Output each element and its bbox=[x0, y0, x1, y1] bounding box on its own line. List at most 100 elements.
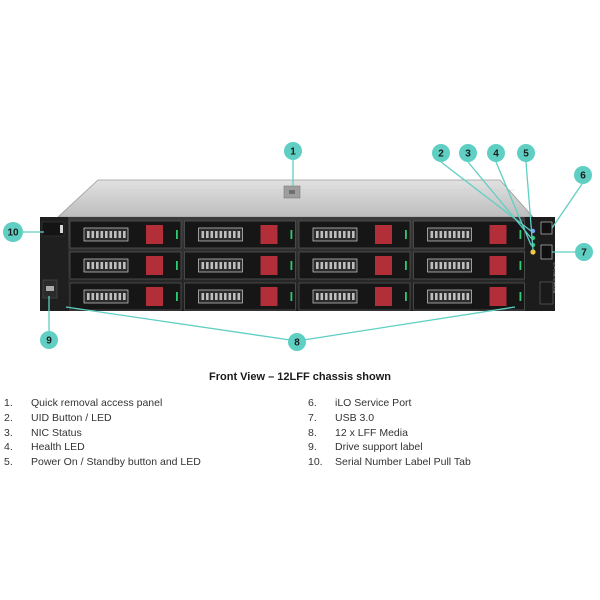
svg-text:8: 8 bbox=[294, 338, 300, 349]
drive-vent-hole bbox=[201, 293, 205, 300]
drive-vent-hole bbox=[123, 262, 126, 269]
drive-vent-hole bbox=[228, 262, 232, 269]
drive-bays bbox=[69, 220, 525, 311]
drive-vent-hole bbox=[343, 262, 346, 269]
drive-vent-hole bbox=[338, 231, 342, 238]
drive-vent-hole bbox=[453, 262, 456, 269]
drive-activity-led bbox=[290, 292, 293, 301]
model-badge bbox=[539, 281, 554, 305]
callout-6: 6 bbox=[574, 166, 592, 184]
drive-vent-hole bbox=[352, 293, 355, 300]
drive-vent-hole bbox=[444, 293, 447, 300]
drive-vent-hole bbox=[444, 262, 447, 269]
legend-number: 6. bbox=[308, 397, 317, 409]
usb-port bbox=[540, 244, 553, 260]
lff-drive-bay-2 bbox=[184, 220, 296, 249]
legend-item: 5.Power On / Standby button and LED bbox=[4, 455, 201, 470]
drive-release-latch bbox=[146, 225, 163, 244]
legend-text: 12 x LFF Media bbox=[335, 426, 408, 439]
lff-drive-bay-7 bbox=[298, 251, 411, 280]
drive-vent-hole bbox=[237, 293, 241, 300]
pull-tab-label bbox=[60, 225, 63, 233]
drive-vent-hole bbox=[91, 262, 95, 269]
drive-vent-hole bbox=[430, 293, 434, 300]
leader-3 bbox=[467, 161, 532, 239]
lff-drive-bay-10 bbox=[184, 282, 296, 311]
callout-4: 4 bbox=[487, 144, 505, 162]
legend-text: Power On / Standby button and LED bbox=[31, 456, 201, 469]
drive-vent-hole bbox=[219, 293, 223, 300]
legend-item: 10.Serial Number Label Pull Tab bbox=[308, 455, 471, 470]
drive-activity-led bbox=[290, 230, 293, 239]
drive-vent-hole bbox=[224, 262, 227, 269]
drive-vent-hole bbox=[105, 231, 108, 238]
legend-number: 2. bbox=[4, 411, 13, 424]
legend-number: 4. bbox=[4, 441, 13, 454]
drive-vent-hole bbox=[316, 293, 319, 300]
drive-vent-hole bbox=[237, 262, 241, 269]
lff-drive-bay-5 bbox=[69, 251, 182, 280]
legend-text: Serial Number Label Pull Tab bbox=[335, 456, 471, 469]
drive-vent-hole bbox=[462, 231, 465, 238]
legend-text: Quick removal access panel bbox=[31, 397, 163, 409]
model-badge-text: ProLiant DL380 Gen10 bbox=[553, 262, 557, 293]
drive-vent-hole bbox=[118, 231, 122, 238]
drive-activity-led bbox=[290, 261, 293, 270]
legend-left-column: 1.Quick removal access panel 2.UID Butto… bbox=[4, 396, 201, 470]
drive-vent-hole bbox=[206, 231, 209, 238]
lff-drive-bay-9 bbox=[69, 282, 182, 311]
legend-item: 7.USB 3.0 bbox=[308, 411, 471, 426]
drive-vent-hole bbox=[352, 262, 355, 269]
drive-vent-hole bbox=[347, 262, 351, 269]
drive-vent-hole bbox=[105, 293, 108, 300]
legend-item: 8.12 x LFF Media bbox=[308, 426, 471, 441]
legend-number: 1. bbox=[4, 397, 13, 409]
svg-text:4: 4 bbox=[493, 149, 499, 160]
callout-5: 5 bbox=[517, 144, 535, 162]
drive-support-label-mark bbox=[46, 286, 54, 291]
svg-text:3: 3 bbox=[465, 149, 471, 160]
drive-vent-hole bbox=[329, 231, 333, 238]
callout-3: 3 bbox=[459, 144, 477, 162]
drive-activity-led bbox=[405, 261, 407, 270]
diagram-caption: Front View – 12LFF chassis shown bbox=[209, 371, 391, 383]
drive-vent-hole bbox=[96, 262, 99, 269]
drive-vent-hole bbox=[338, 293, 342, 300]
drive-vent-hole bbox=[444, 231, 447, 238]
drive-vent-hole bbox=[233, 231, 236, 238]
drive-vent-hole bbox=[100, 262, 104, 269]
drive-vent-hole bbox=[215, 231, 218, 238]
drive-vent-hole bbox=[334, 231, 337, 238]
svg-text:7: 7 bbox=[581, 248, 587, 259]
drive-vent-hole bbox=[334, 293, 337, 300]
drive-vent-hole bbox=[228, 231, 232, 238]
drive-release-latch bbox=[489, 225, 507, 244]
drive-vent-hole bbox=[210, 231, 214, 238]
drive-vent-hole bbox=[343, 231, 346, 238]
drive-vent-hole bbox=[439, 231, 443, 238]
drive-activity-led bbox=[519, 261, 522, 270]
legend-right-column: 6.iLO Service Port 7.USB 3.0 8.12 x LFF … bbox=[308, 396, 471, 470]
drive-vent-hole bbox=[210, 262, 214, 269]
ilo-service-port bbox=[540, 221, 553, 235]
drive-vent-hole bbox=[448, 293, 452, 300]
leader-6 bbox=[551, 183, 583, 229]
drive-vent-hole bbox=[347, 231, 351, 238]
drive-vent-hole bbox=[114, 262, 117, 269]
drive-vent-hole bbox=[320, 262, 324, 269]
drive-vent-hole bbox=[325, 262, 328, 269]
callout-leaders bbox=[22, 160, 583, 342]
drive-vent-hole bbox=[343, 293, 346, 300]
serial-pull-tab bbox=[41, 221, 65, 237]
callout-2: 2 bbox=[432, 144, 450, 162]
drive-activity-led bbox=[519, 230, 522, 239]
drive-vent-hole bbox=[114, 293, 117, 300]
drive-vent-hole bbox=[462, 293, 465, 300]
callout-1: 1 bbox=[284, 142, 302, 160]
drive-vent-hole bbox=[453, 231, 456, 238]
drive-vent-hole bbox=[466, 293, 470, 300]
drive-vent-hole bbox=[448, 231, 452, 238]
drive-vent-hole bbox=[316, 231, 319, 238]
drive-vent-hole bbox=[215, 262, 218, 269]
lff-drive-bay-4 bbox=[413, 220, 525, 249]
